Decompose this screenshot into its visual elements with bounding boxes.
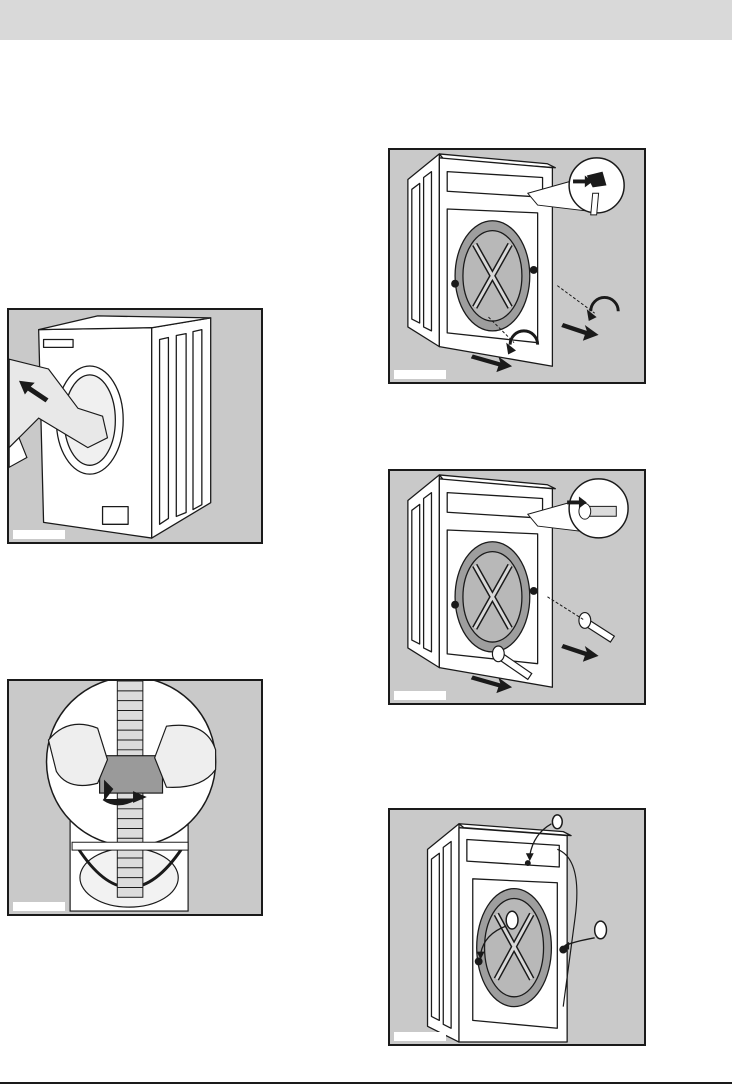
figure-transit-bolts-unscrew: [388, 148, 646, 384]
figure-tag: [394, 370, 446, 379]
figure-tag: [394, 1032, 446, 1041]
figure-door-drum: [7, 308, 263, 544]
figure-tag: [13, 902, 65, 911]
figure-tag: [13, 530, 65, 539]
transit-bolts-remove-illustration: [390, 471, 644, 703]
hose-clip-illustration: [9, 681, 261, 914]
figure-transit-bolts-remove: [388, 469, 646, 705]
figure-tag: [394, 691, 446, 700]
page-header-bar: [0, 0, 732, 40]
hole-caps-illustration: [390, 810, 644, 1044]
page-footer-rule: [0, 1082, 732, 1084]
figure-hose-clip: [7, 679, 263, 916]
figure-hole-caps: [388, 808, 646, 1046]
washing-machine-front-illustration: [9, 310, 261, 542]
transit-bolts-wrench-illustration: [390, 150, 644, 382]
